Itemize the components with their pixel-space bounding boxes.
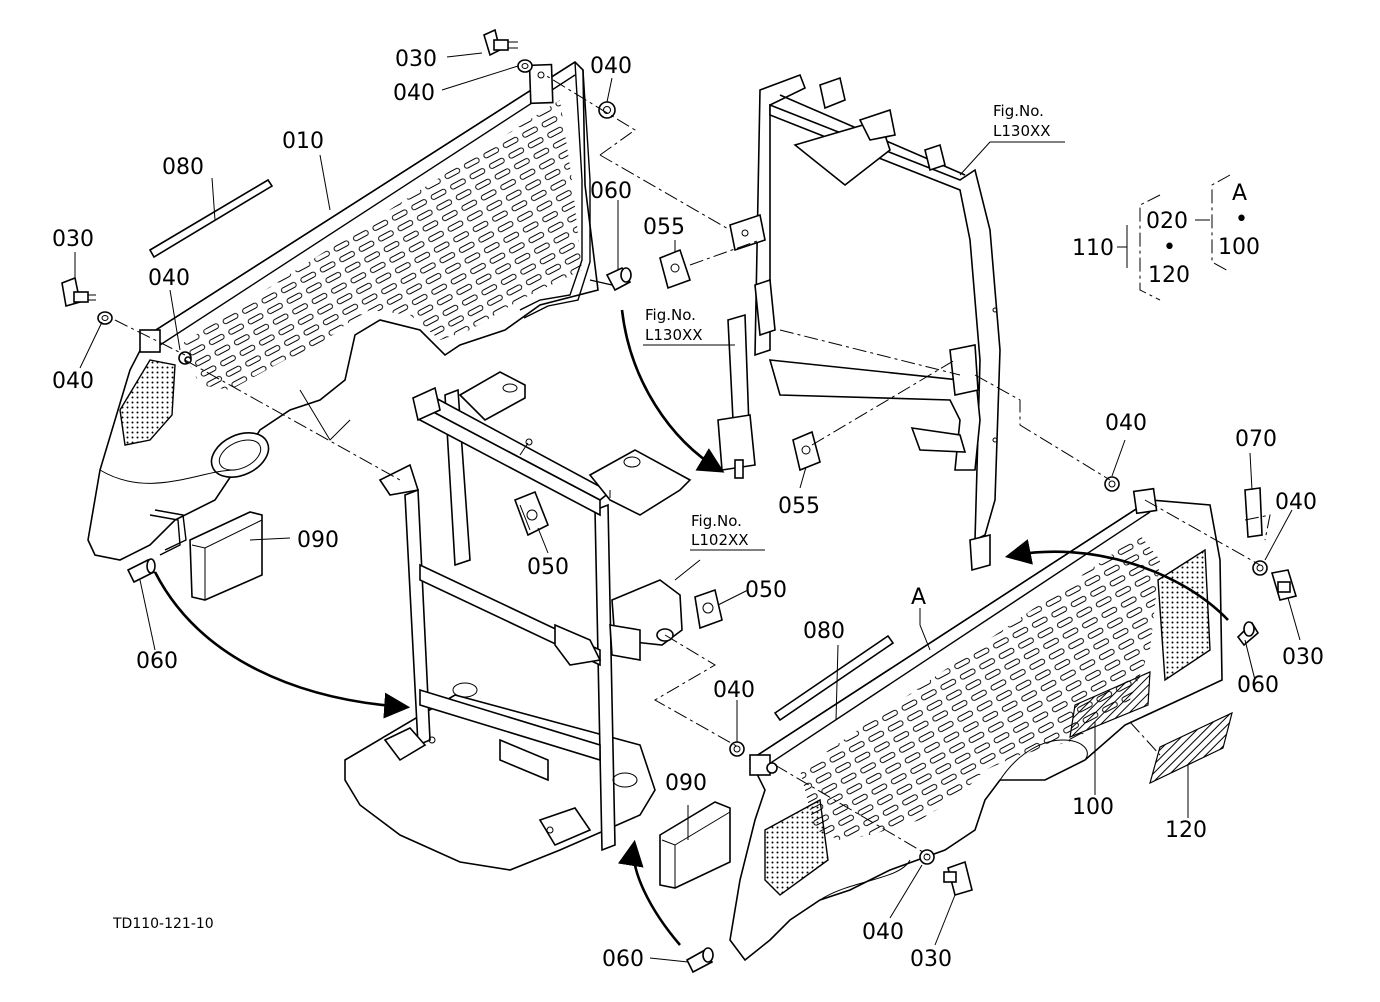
callout-010: 010 <box>282 129 324 154</box>
washer-040-mid <box>729 741 745 757</box>
callout-060-mid-top: 060 <box>590 179 632 204</box>
left-side-panel <box>87 60 599 561</box>
screw-030-right <box>1270 569 1298 601</box>
legend-part-b: 120 <box>1148 263 1190 288</box>
screw-030-bottom <box>943 860 973 897</box>
clip-055-mid <box>792 430 821 472</box>
pad-090-left <box>189 511 263 601</box>
bushing-060-mid-top <box>605 266 632 292</box>
rod-080-left <box>148 178 274 259</box>
drawing-code: TD110-121-10 <box>112 916 214 932</box>
fig-ref-1-line1: Fig.No. <box>993 102 1044 120</box>
callout-030-bottom: 030 <box>910 947 952 972</box>
rollbar-frame <box>754 73 1001 572</box>
fig-ref-3-line2: L102XX <box>691 531 749 549</box>
callout-030-left: 030 <box>52 227 94 252</box>
callout-090-left: 090 <box>297 528 339 553</box>
washer-040-right <box>1252 560 1268 576</box>
motion-arrows <box>153 309 1229 946</box>
callout-060-right: 060 <box>1237 673 1279 698</box>
bushing-060-left <box>126 558 156 584</box>
legend-part-a: 020 <box>1146 209 1188 234</box>
bracket-050-left <box>513 490 550 537</box>
callout-040-left-b: 040 <box>52 369 94 394</box>
callout-040-right: 040 <box>1275 490 1317 515</box>
legend-ref: A <box>1232 181 1247 206</box>
bushing-060-bottom <box>685 947 714 974</box>
assembly-lines <box>114 74 1271 856</box>
washer-040-top <box>517 59 533 73</box>
center-frame <box>344 371 692 871</box>
callout-030-right: 030 <box>1282 645 1324 670</box>
left-rod-linkage <box>149 509 187 556</box>
legend-ref-part: 100 <box>1218 235 1260 260</box>
callout-070: 070 <box>1235 427 1277 452</box>
legend-sep-2: • <box>1235 207 1248 232</box>
leader-lines <box>74 52 1301 963</box>
callout-040-left-a: 040 <box>148 266 190 291</box>
pad-090-bottom <box>659 801 731 889</box>
washer-040-left <box>97 311 113 325</box>
screw-030-top <box>483 28 518 57</box>
fig-ref-3-line1: Fig.No. <box>691 512 742 530</box>
callout-050-left: 050 <box>527 555 569 580</box>
washer-040-right-top <box>1104 476 1120 492</box>
callout-120: 120 <box>1165 818 1207 843</box>
fig-ref-2-line1: Fig.No. <box>645 306 696 324</box>
callout-080-right: 080 <box>803 619 845 644</box>
right-side-panel <box>729 487 1223 962</box>
callout-055-mid: 055 <box>778 494 820 519</box>
callout-080-left: 080 <box>162 155 204 180</box>
fig-references: Fig.No. L130XX Fig.No. L130XX Fig.No. L1… <box>645 102 1051 549</box>
callout-060-left: 060 <box>136 649 178 674</box>
legend-tie-left <box>1117 225 1128 268</box>
callout-040-top-right: 040 <box>590 54 632 79</box>
assembly-legend: 110 020 • 120 A • 100 <box>1072 174 1260 301</box>
bracket-050-right <box>694 588 723 630</box>
callout-090-bottom: 090 <box>665 771 707 796</box>
legend-bracket-right <box>1211 174 1231 273</box>
callout-040-right-top: 040 <box>1105 411 1147 436</box>
legend-assembly: 110 <box>1072 236 1114 261</box>
fig-l102-part <box>609 579 683 661</box>
callout-040-top-left: 040 <box>393 81 435 106</box>
callout-030-top: 030 <box>395 47 437 72</box>
clip-055-top <box>659 248 692 290</box>
callout-100: 100 <box>1072 795 1114 820</box>
callout-040-bottom: 040 <box>862 920 904 945</box>
fig-ref-2-line2: L130XX <box>645 326 703 344</box>
fig-ref-1-line2: L130XX <box>993 122 1051 140</box>
legend-sep-1: • <box>1163 235 1176 260</box>
callout-040-mid: 040 <box>713 678 755 703</box>
rod-080-right <box>773 634 895 722</box>
callout-055-top: 055 <box>643 215 685 240</box>
legend-bracket-left <box>1139 194 1161 301</box>
callout-060-bottom: 060 <box>602 947 644 972</box>
fig-l130-bracket <box>717 313 756 479</box>
screw-030-left <box>61 276 96 308</box>
callout-050-right: 050 <box>745 578 787 603</box>
bushing-060-right <box>1236 621 1260 647</box>
decal-120 <box>1149 711 1233 785</box>
washer-040-bottom <box>919 849 935 865</box>
decal-100 <box>1069 671 1151 738</box>
callout-a-panel: A <box>911 585 926 610</box>
strip-070 <box>1244 487 1263 538</box>
callout-labels: 030 040 040 010 080 030 040 040 060 055 … <box>52 47 1324 972</box>
